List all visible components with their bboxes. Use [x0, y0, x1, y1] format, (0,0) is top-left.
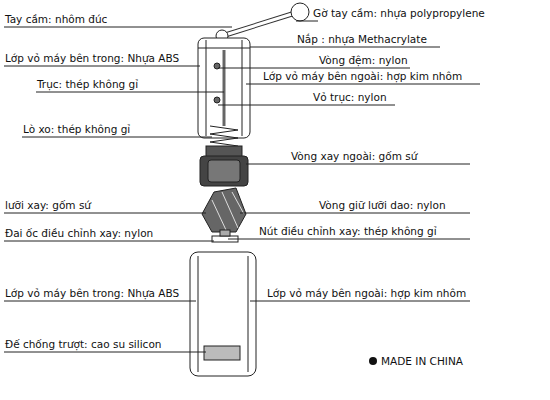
- body-edge: [248, 256, 249, 372]
- leader-lines: [4, 21, 480, 352]
- part-label: Vòng xay ngoài: gốm sứ: [290, 150, 418, 163]
- spring: [210, 126, 238, 146]
- part-label: Nắp : nhựa Methacrylate: [296, 33, 428, 46]
- body-edge: [206, 40, 207, 136]
- part-label: Vỏ trục: nylon: [312, 91, 388, 104]
- handle-knob: [291, 3, 309, 21]
- bullet-dot: [369, 357, 377, 365]
- inner-burr: [202, 188, 246, 232]
- adjust-knob: [220, 230, 230, 236]
- origin-note: MADE IN CHINA: [380, 355, 464, 368]
- body-edge: [198, 256, 199, 372]
- part-label: Đai ốc điều chỉnh xay: nylon: [4, 227, 154, 240]
- part-label: Trục: thép không gỉ: [36, 78, 139, 91]
- lower-body: [190, 252, 256, 376]
- shaft: [223, 50, 226, 126]
- lid-line: [198, 48, 250, 49]
- part-label: Vòng giữ lưỡi dao: nylon: [318, 199, 447, 212]
- body-edge: [242, 40, 243, 136]
- part-label: Nút điều chỉnh xay: thép không gỉ: [258, 225, 438, 238]
- part-label: Đế chống trượt: cao su silicon: [4, 338, 162, 351]
- part-label: Tay cầm: nhôm đúc: [4, 13, 108, 26]
- outer-burr-inner: [208, 160, 240, 182]
- part-label: Vòng đệm: nylon: [318, 54, 409, 67]
- part-label: Lò xo: thép không gỉ: [22, 123, 131, 136]
- silicone-base: [204, 346, 240, 360]
- upper-body: [198, 38, 250, 138]
- part-label: Lớp vỏ máy bên trong: Nhựa ABS: [4, 52, 180, 65]
- part-label: Lớp vỏ máy bên ngoài: hợp kim nhôm: [262, 70, 463, 83]
- part-label: lưỡi xay: gốm sứ: [4, 199, 92, 212]
- part-label: Gờ tay cầm: nhựa polypropylene: [312, 7, 486, 20]
- part-label: Lớp vỏ máy bên trong: Nhựa ABS: [4, 287, 180, 300]
- burr-teeth: [212, 192, 244, 230]
- handle-arm: [222, 14, 292, 36]
- shaft-sleeve: [214, 97, 220, 103]
- part-label: Lớp vỏ máy bên ngoài: hợp kim nhôm: [266, 287, 467, 300]
- handle-arm-inner: [222, 14, 292, 36]
- outer-burr-ring: [200, 156, 248, 186]
